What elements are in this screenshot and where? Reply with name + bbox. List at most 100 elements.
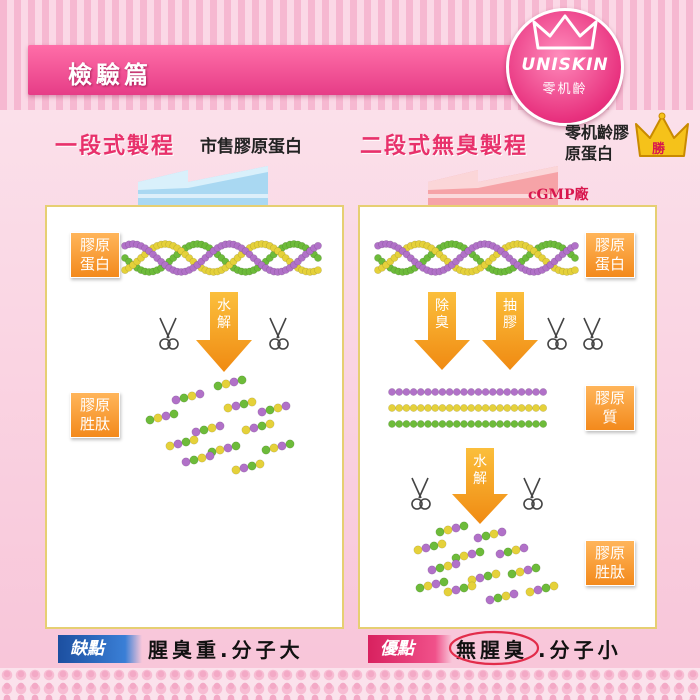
arrow-hydrolysis-left: [196, 292, 252, 372]
bead: [169, 409, 179, 419]
bead: [431, 420, 440, 428]
bead: [524, 404, 533, 412]
bead: [285, 439, 295, 449]
bead: [459, 551, 469, 561]
bead: [501, 591, 511, 601]
bead: [402, 388, 411, 396]
crown-icon: [532, 14, 598, 50]
bead: [189, 435, 199, 445]
bead: [314, 241, 322, 250]
arrow-label-deodorize: 除臭: [435, 298, 449, 331]
bead: [459, 521, 469, 531]
bead: [467, 581, 477, 591]
bead: [549, 581, 559, 591]
bead: [452, 388, 461, 396]
arrow-deodorize: [414, 292, 470, 370]
brand-subtitle: 零机齡: [542, 82, 588, 97]
bead: [438, 388, 447, 396]
bead: [460, 404, 468, 412]
bead: [443, 561, 453, 571]
bead: [207, 423, 217, 433]
bead: [189, 455, 199, 465]
bead: [229, 377, 239, 387]
bead: [431, 579, 441, 589]
bead: [571, 241, 579, 250]
bead: [221, 379, 231, 389]
bead: [467, 549, 477, 559]
bead: [277, 441, 287, 451]
bead: [181, 437, 191, 447]
bead: [161, 411, 171, 421]
bead: [467, 420, 476, 428]
circle-highlight: [448, 630, 540, 666]
factory-icon-right: [428, 166, 558, 210]
bead: [247, 461, 257, 471]
factory-label: cGMP廠: [528, 187, 589, 203]
bead: [273, 403, 283, 413]
bead: [165, 441, 175, 451]
advantage-tag: 優點: [368, 635, 452, 663]
advantage-text: .分子小: [538, 638, 622, 662]
bead: [474, 420, 483, 428]
bead: [539, 388, 548, 396]
bead: [510, 404, 519, 412]
bead: [541, 583, 551, 593]
left-subheading: 市售膠原蛋白: [200, 137, 302, 157]
arrow-hydrolysis-right: [452, 448, 508, 524]
bead: [429, 541, 439, 551]
bead: [510, 388, 519, 396]
bead: [314, 266, 322, 274]
bead: [460, 420, 468, 428]
bead: [445, 420, 454, 428]
bead: [213, 381, 223, 391]
page-title: 檢驗篇: [68, 61, 152, 89]
bead: [424, 388, 432, 396]
lace-border: [0, 668, 700, 700]
bead: [153, 413, 163, 423]
bead: [395, 388, 404, 396]
gelatin-strands: [388, 388, 548, 428]
bead: [395, 404, 404, 412]
bead: [181, 457, 191, 467]
bead: [257, 407, 267, 417]
bead: [443, 525, 453, 535]
bead: [445, 404, 454, 412]
left-label-peptide: 膠原胜肽: [70, 392, 120, 438]
bead: [257, 421, 267, 431]
bead: [496, 388, 504, 396]
bead: [473, 533, 483, 543]
bead: [231, 401, 241, 411]
bead: [415, 583, 425, 593]
brand-name: UNISKIN: [521, 55, 609, 75]
bead: [215, 445, 225, 455]
bead: [269, 443, 279, 453]
bead: [281, 401, 291, 411]
bead: [255, 459, 265, 469]
bead: [493, 593, 503, 603]
bead: [416, 388, 425, 396]
bead: [197, 453, 207, 463]
bead: [247, 397, 257, 407]
bead: [507, 569, 517, 579]
bead: [239, 463, 249, 473]
win-badge: 勝: [652, 142, 666, 157]
bead: [517, 420, 526, 428]
bead: [451, 585, 461, 595]
bead: [199, 425, 209, 435]
bead: [421, 543, 431, 553]
bead: [231, 465, 241, 475]
bead: [532, 404, 540, 412]
bead: [195, 389, 205, 399]
collagen-helix-left: [121, 240, 322, 276]
bead: [491, 569, 501, 579]
bead: [445, 388, 454, 396]
collagen-helix-right: [374, 240, 579, 276]
bead: [439, 577, 449, 587]
bead: [474, 404, 483, 412]
right-label-gelatin: 膠原質: [585, 385, 635, 431]
advantage-text-circled: 無腥臭: [456, 638, 528, 662]
bead: [532, 420, 540, 428]
bead: [443, 587, 453, 597]
bead: [416, 404, 425, 412]
